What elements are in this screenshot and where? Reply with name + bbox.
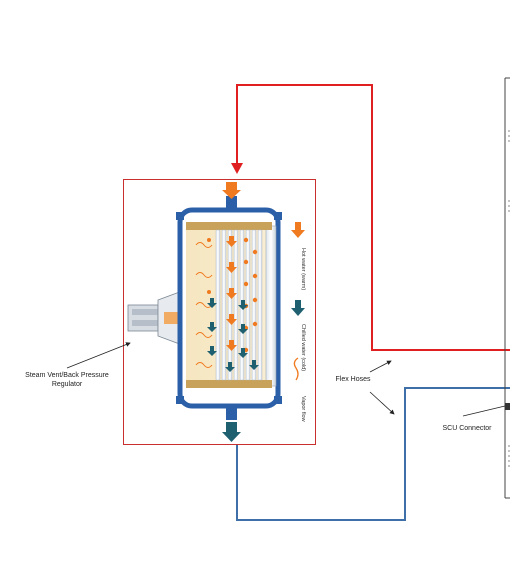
bottom-nozzle	[226, 406, 237, 420]
scu-connector-pointer	[462, 405, 506, 417]
legend-hot-icon	[291, 222, 305, 238]
steam-vent-label: Steam Vent/Back Pressure Regulator	[25, 372, 109, 388]
cold-water-line	[236, 387, 510, 521]
scu-cabinet	[504, 77, 510, 499]
legend-vapor-icon	[293, 357, 299, 381]
scu-connector-label: SCU Connector	[442, 425, 492, 432]
flex-hoses-pointer-down	[369, 391, 395, 415]
legend-vapor-label: Vapor flow	[300, 396, 306, 422]
legend-hot-label: Hot water (warm)	[300, 248, 306, 290]
top-nozzle	[226, 196, 237, 210]
flex-hoses-label: Flex Hoses	[335, 376, 371, 383]
legend-cold-label: Chilled water (cold)	[300, 324, 306, 371]
cold-flow-arrows	[207, 298, 259, 372]
bottom-outlet-teal-arrow	[222, 422, 241, 442]
top-inlet-orange-arrow	[222, 182, 241, 199]
hot-water-line	[236, 84, 510, 351]
scu-connector-block	[505, 403, 510, 410]
hot-inlet-arrow	[231, 163, 243, 174]
legend-cold-icon	[291, 300, 305, 316]
flex-hoses-pointer-up	[369, 360, 392, 373]
steam-vent-pointer	[66, 342, 131, 369]
